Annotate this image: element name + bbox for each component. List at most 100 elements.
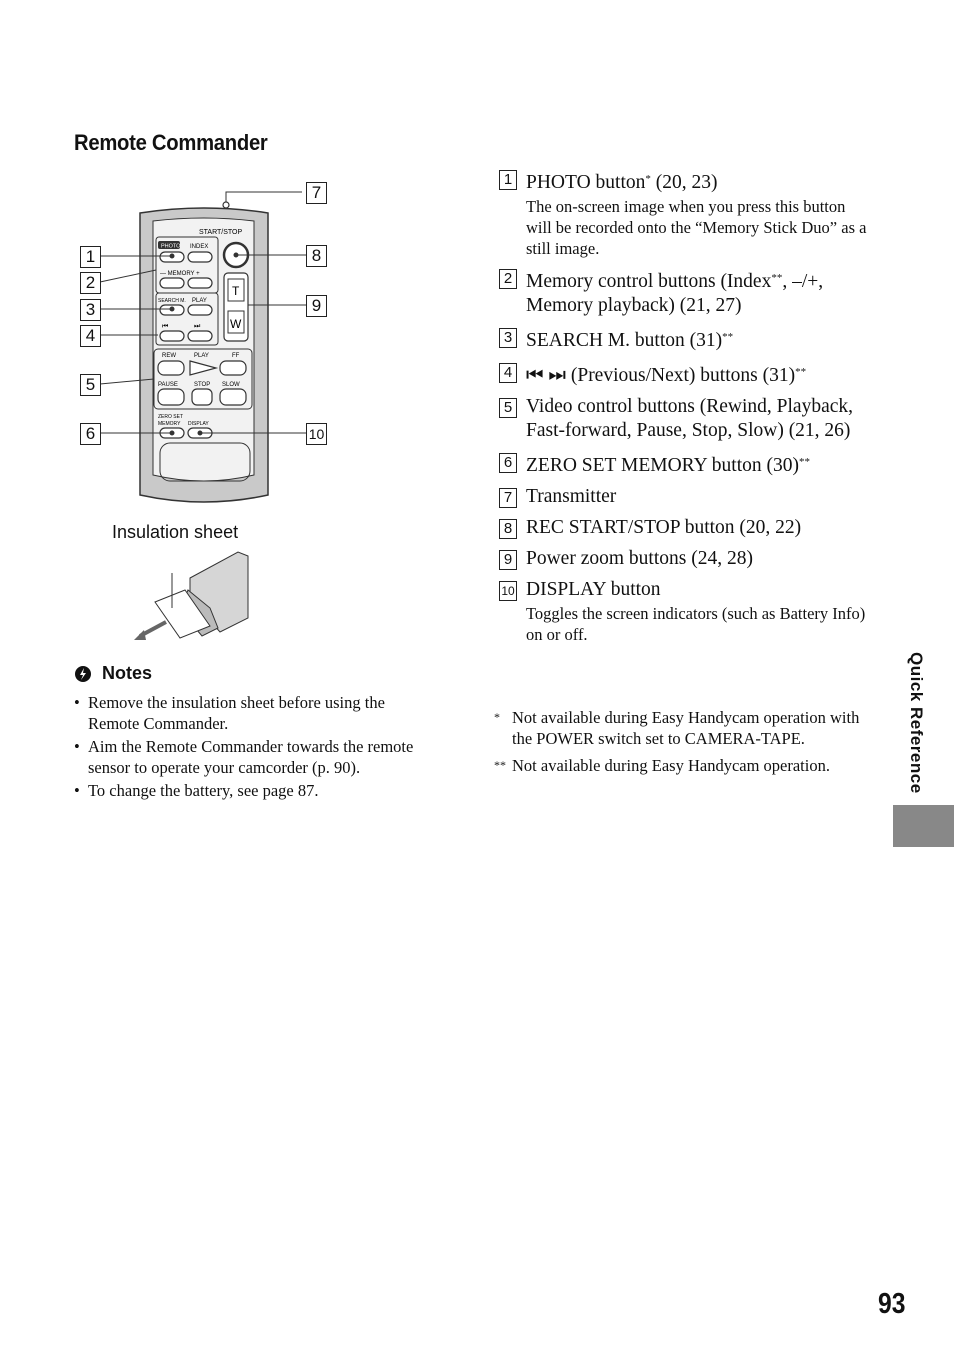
notes-title: Notes xyxy=(102,663,153,683)
description-item: 2 Memory control buttons (Index**, –/+, M… xyxy=(499,266,869,318)
description-item: 8 REC START/STOP button (20, 22) xyxy=(499,516,869,540)
item-description: Toggles the screen indicators (such as B… xyxy=(526,604,866,644)
footnote-text: Not available during Easy Handycam opera… xyxy=(512,756,830,775)
item-title: ⏮ ⏭ (Previous/Next) buttons (31)** xyxy=(526,360,869,388)
item-number: 9 xyxy=(499,550,517,570)
item-title-text: ZERO SET MEMORY button (30) xyxy=(526,455,800,476)
notes-list: Remove the insulation sheet before using… xyxy=(74,692,434,803)
item-title-text: REC START/STOP button (20, 22) xyxy=(526,517,802,538)
item-number: 2 xyxy=(499,269,517,289)
search-m-label: SEARCH M. xyxy=(158,298,186,304)
svg-text:⏭: ⏭ xyxy=(194,323,201,330)
remote-commander-illustration: START/STOP PHOTO INDEX — MEMORY + SEARCH… xyxy=(99,191,306,503)
item-title: PHOTO button* (20, 23) xyxy=(526,167,869,195)
display-label: DISPLAY xyxy=(188,421,209,427)
description-item: 4 ⏮ ⏭ (Previous/Next) buttons (31)** xyxy=(499,360,869,388)
svg-text:⏮: ⏮ xyxy=(162,323,168,330)
index-label: INDEX xyxy=(190,244,208,250)
footnote-marker: * xyxy=(645,173,651,185)
item-title-suffix: (20, 23) xyxy=(650,172,718,193)
play-small-label: PLAY xyxy=(192,298,207,304)
side-tab-marker xyxy=(893,805,954,847)
side-tab-label: Quick Reference xyxy=(907,652,926,794)
item-title-text: Memory control buttons (Index xyxy=(526,271,772,292)
item-title-text: ⏮ ⏭ (Previous/Next) buttons (31) xyxy=(526,365,796,386)
note-item: To change the battery, see page 87. xyxy=(74,780,434,801)
callout-4: 4 xyxy=(80,325,101,347)
footnote-marker: ** xyxy=(799,456,811,468)
stop-label: STOP xyxy=(194,382,210,388)
description-item: 9 Power zoom buttons (24, 28) xyxy=(499,547,869,571)
item-title-text: DISPLAY button xyxy=(526,579,661,600)
item-number: 10 xyxy=(499,581,517,601)
start-stop-label: START/STOP xyxy=(199,229,243,236)
item-description: The on-screen image when you press this … xyxy=(526,197,867,258)
footnote-text: Not available during Easy Handycam opera… xyxy=(512,708,860,748)
callout-1: 1 xyxy=(80,246,101,268)
page-number: 93 xyxy=(878,1288,906,1320)
callout-2: 2 xyxy=(80,272,101,294)
item-number: 1 xyxy=(499,170,517,190)
footnote: ** Not available during Easy Handycam ope… xyxy=(494,755,874,776)
notes-heading: Notes xyxy=(74,663,152,684)
insulation-sheet-illustration xyxy=(134,551,249,640)
item-number: 3 xyxy=(499,328,517,348)
item-number: 5 xyxy=(499,398,517,418)
pause-label: PAUSE xyxy=(158,382,178,388)
photo-label: PHOTO xyxy=(161,244,181,250)
item-title: ZERO SET MEMORY button (30)** xyxy=(526,450,869,478)
footnotes: * Not available during Easy Handycam oper… xyxy=(494,707,874,782)
play-label: PLAY xyxy=(194,353,209,359)
item-number: 7 xyxy=(499,488,517,508)
item-title-text: SEARCH M. button (31) xyxy=(526,330,723,351)
notes-icon xyxy=(75,665,91,682)
rew-label: REW xyxy=(162,353,176,359)
note-item: Remove the insulation sheet before using… xyxy=(74,692,434,734)
description-item: 3 SEARCH M. button (31)** xyxy=(499,325,869,353)
item-title: Transmitter xyxy=(526,485,869,509)
ff-label: FF xyxy=(232,353,240,359)
zero-set-memory-label: MEMORY xyxy=(158,421,181,427)
item-title: Video control buttons (Rewind, Playback,… xyxy=(526,395,869,443)
note-item: Aim the Remote Commander towards the rem… xyxy=(74,736,434,778)
item-number: 4 xyxy=(499,363,517,383)
description-item: 5 Video control buttons (Rewind, Playback… xyxy=(499,395,869,443)
callout-9: 9 xyxy=(306,295,327,317)
footnote-marker: ** xyxy=(795,366,807,378)
footnote-mark: * xyxy=(494,710,500,724)
description-item: 7 Transmitter xyxy=(499,485,869,509)
callout-7: 7 xyxy=(306,182,327,204)
item-title: REC START/STOP button (20, 22) xyxy=(526,516,869,540)
item-title-text: PHOTO button xyxy=(526,172,646,193)
item-number: 6 xyxy=(499,453,517,473)
insulation-sheet-label: Insulation sheet xyxy=(112,522,239,542)
item-title-text: Transmitter xyxy=(526,486,617,507)
footnote-marker: ** xyxy=(771,272,783,284)
zoom-w-label: W xyxy=(230,317,242,331)
footnote-marker: ** xyxy=(722,331,734,343)
footnote-mark: ** xyxy=(494,758,506,772)
item-title: Memory control buttons (Index**, –/+, Me… xyxy=(526,266,869,318)
slow-label: SLOW xyxy=(222,382,240,388)
item-title: SEARCH M. button (31)** xyxy=(526,325,869,353)
callout-8: 8 xyxy=(306,245,327,267)
footnote: * Not available during Easy Handycam oper… xyxy=(494,707,874,749)
section-heading: Remote Commander xyxy=(74,130,268,155)
item-title-text: Power zoom buttons (24, 28) xyxy=(526,548,753,569)
callout-10: 10 xyxy=(306,423,327,445)
callout-5: 5 xyxy=(80,374,101,396)
callout-3: 3 xyxy=(80,299,101,321)
item-title: DISPLAY button xyxy=(526,578,869,602)
callout-6: 6 xyxy=(80,423,101,445)
item-title-suffix: , –/+, Memory playback) (21, 27) xyxy=(526,271,824,316)
memory-label: — MEMORY + xyxy=(160,271,200,277)
item-number: 8 xyxy=(499,519,517,539)
zero-set-label: ZERO SET xyxy=(158,414,183,420)
item-title-text: Video control buttons (Rewind, Playback,… xyxy=(526,396,854,441)
description-item: 6 ZERO SET MEMORY button (30)** xyxy=(499,450,869,478)
item-title: Power zoom buttons (24, 28) xyxy=(526,547,869,571)
zoom-t-label: T xyxy=(232,284,240,298)
